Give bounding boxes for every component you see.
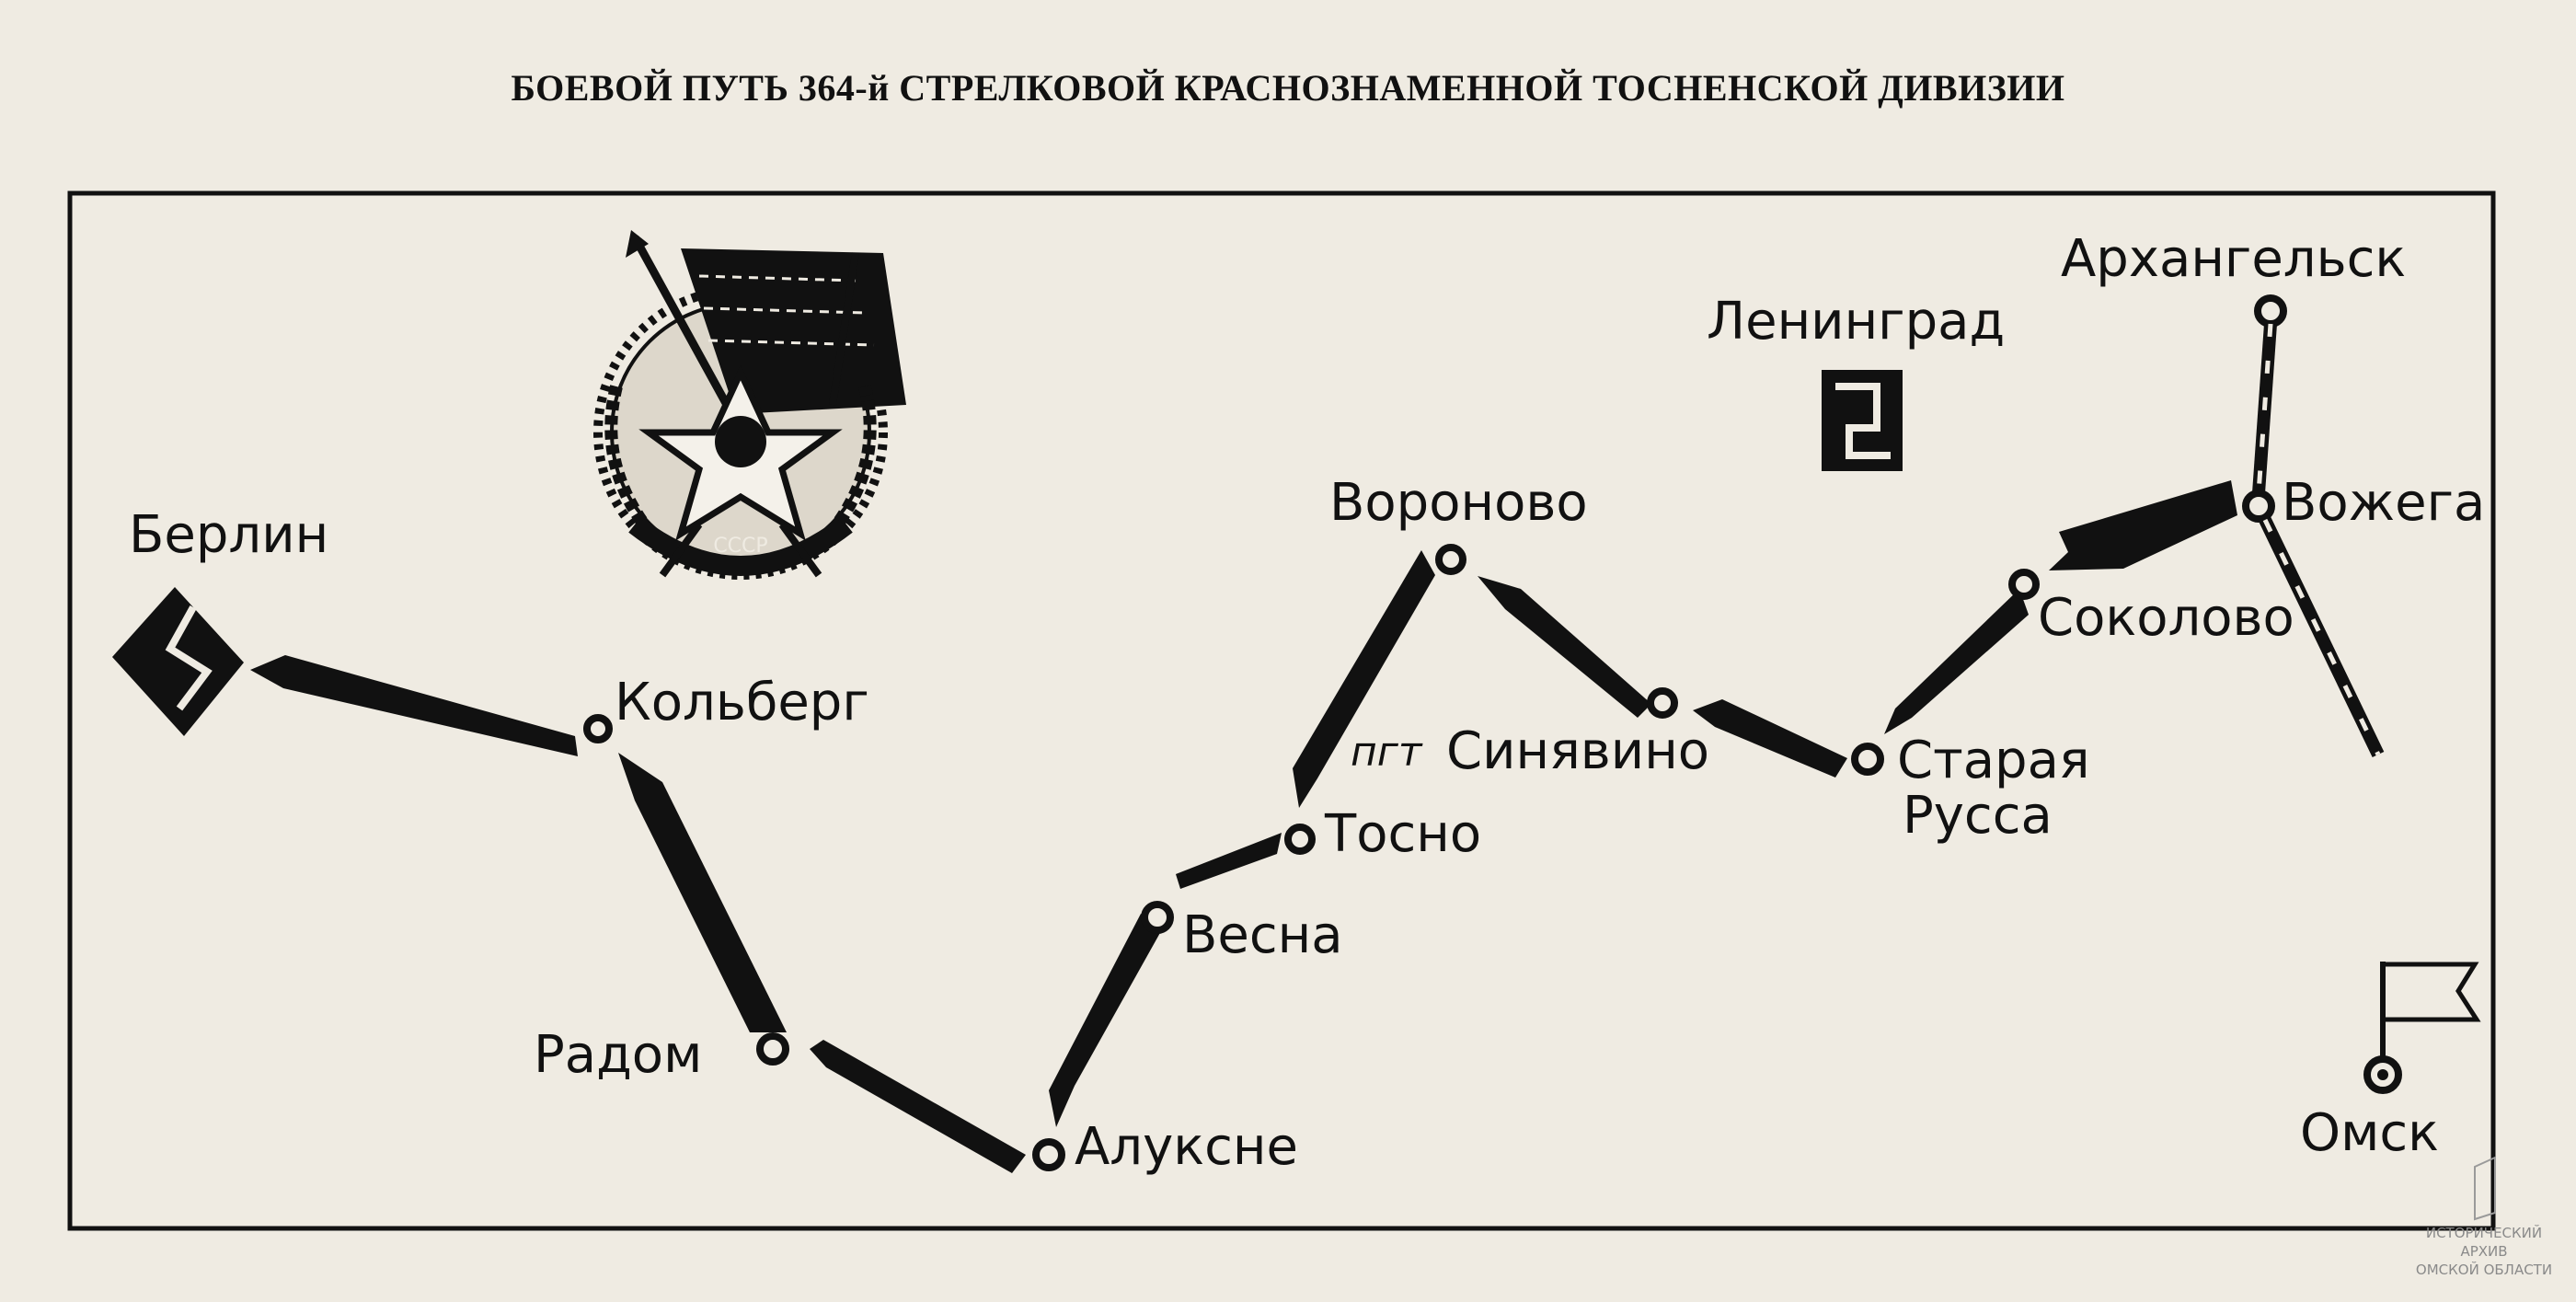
arrow-sinyavino-voronovo	[1478, 576, 1651, 718]
label-kolberg: Кольберг	[615, 673, 869, 732]
label-russa: Русса	[1903, 786, 2053, 846]
arrow-kolberg-berlin	[250, 655, 578, 756]
watermark-line3: ОМСКОЙ ОБЛАСТИ	[2416, 1261, 2552, 1278]
label-berlin: Берлин	[129, 505, 328, 565]
omsk-flag-icon	[2380, 962, 2481, 1058]
label-leningrad: Ленинград	[1707, 292, 2005, 351]
label-sokolovo: Соколово	[2038, 588, 2294, 648]
arrow-tosno-vesna	[1176, 833, 1282, 889]
arrow-vozhega-sokolovo	[2049, 480, 2237, 570]
arrow-sokolovo-staraya-russa	[1884, 589, 2029, 734]
watermark-line1: ИСТОРИЧЕСКИЙ	[2426, 1224, 2542, 1241]
berlin-symbol	[112, 587, 244, 736]
marker-vozhega	[2242, 490, 2275, 523]
arrow-radom-kolberg	[618, 753, 787, 1032]
leningrad-symbol	[1822, 370, 1903, 471]
marker-vesna	[1141, 901, 1174, 934]
map-title: БОЕВОЙ ПУТЬ 364-й СТРЕЛКОВОЙ КРАСНОЗНАМЕ…	[511, 67, 2065, 109]
marker-sokolovo	[2008, 569, 2040, 600]
arrow-vesna-aluksne	[1049, 914, 1161, 1127]
arrow-voronovo-tosno	[1293, 550, 1435, 808]
marker-radom	[756, 1032, 789, 1066]
place-labels: Берлин Кольберг Радом Алуксне Весна Тосн…	[129, 229, 2485, 1177]
archive-watermark: ИСТОРИЧЕСКИЙ АРХИВ ОМСКОЙ ОБЛАСТИ	[2416, 1156, 2552, 1278]
label-vesna: Весна	[1182, 905, 1343, 965]
route-arrows	[250, 480, 2237, 1173]
label-staraya: Старая	[1897, 731, 2090, 790]
marker-voronovo	[1435, 544, 1466, 575]
marker-staraya-russa	[1851, 743, 1884, 776]
label-tosno: Тосно	[1324, 804, 1481, 864]
marker-aluksne	[1032, 1138, 1065, 1171]
label-arkhangelsk: Архангельск	[2061, 229, 2406, 289]
marker-sinyavino	[1647, 687, 1678, 719]
railway-line	[2252, 323, 2385, 758]
marker-omsk-dot	[2377, 1069, 2388, 1080]
label-pgt: пгт	[1351, 729, 1423, 776]
label-vozhega: Вожега	[2282, 473, 2485, 533]
watermark-line2: АРХИВ	[2460, 1243, 2507, 1260]
city-markers	[583, 294, 2402, 1171]
label-aluksne: Алуксне	[1075, 1117, 1298, 1177]
order-red-banner-emblem: СССР	[593, 230, 906, 580]
label-omsk: Омск	[2300, 1103, 2439, 1163]
label-sinyavino: Синявино	[1446, 721, 1709, 781]
marker-arkhangelsk	[2254, 294, 2287, 328]
marker-tosno	[1284, 824, 1316, 855]
arrow-staraya-russa-sinyavino	[1693, 699, 1847, 778]
label-radom: Радом	[534, 1025, 702, 1085]
marker-kolberg	[583, 714, 613, 743]
emblem-ring-text: СССР	[713, 535, 767, 558]
arrow-aluksne-radom	[810, 1040, 1026, 1173]
map-frame	[67, 190, 2496, 1231]
label-voronovo: Вороново	[1329, 473, 1588, 533]
